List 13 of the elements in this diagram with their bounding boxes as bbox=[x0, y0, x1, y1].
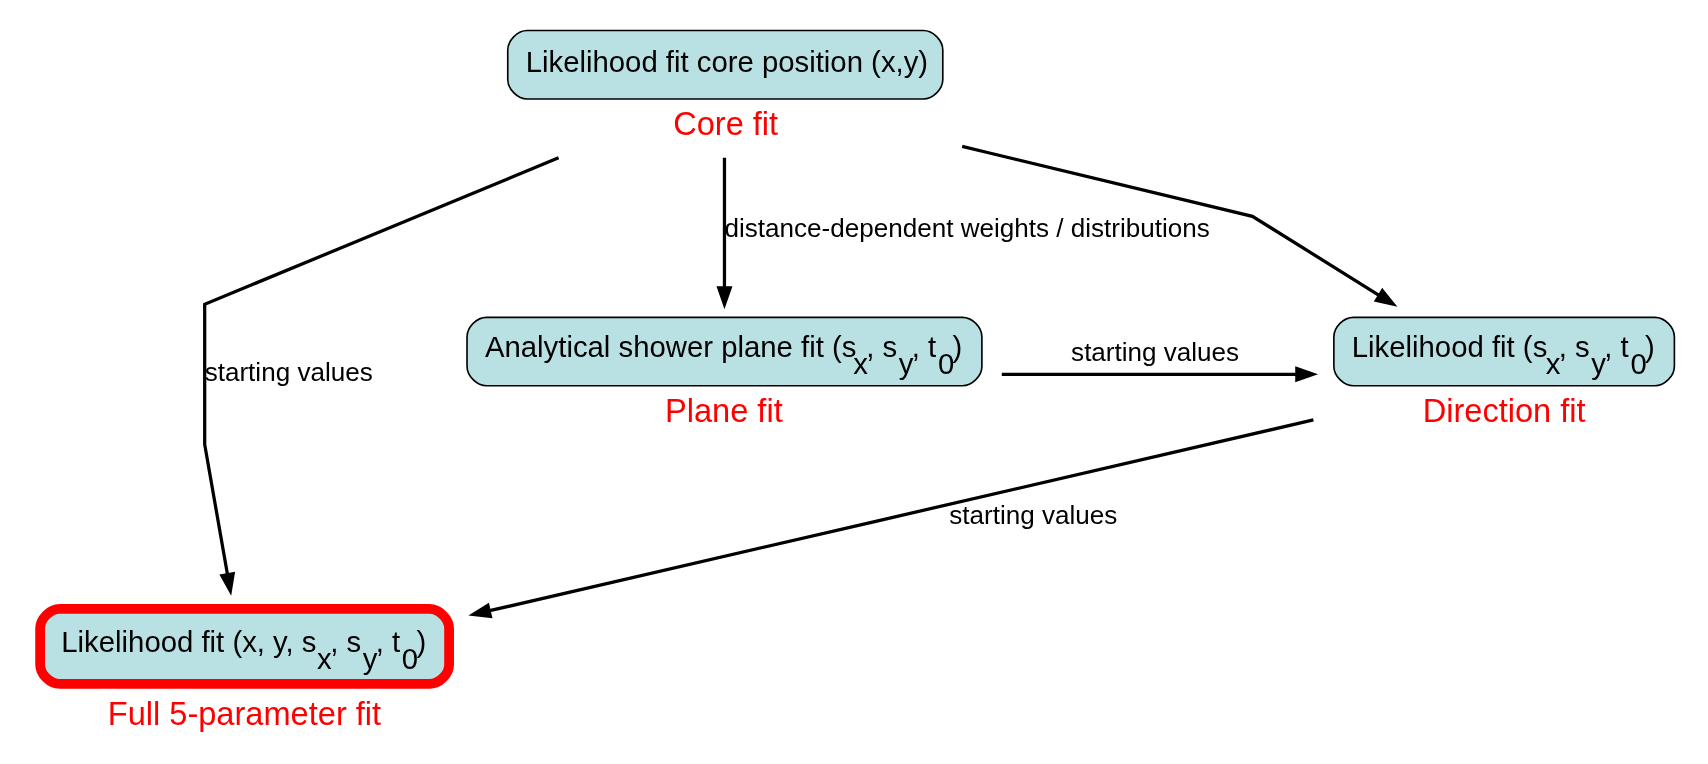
arrow bbox=[468, 417, 1314, 618]
edge-label: distance-dependent weights / distributions bbox=[724, 212, 1210, 243]
node-label: Core fit bbox=[673, 105, 779, 142]
edge-label: starting values bbox=[1071, 336, 1240, 367]
edge-label: starting values bbox=[949, 499, 1118, 530]
arrow bbox=[961, 144, 1398, 307]
arrow bbox=[1001, 365, 1319, 382]
arrow bbox=[716, 157, 733, 309]
edge-label: starting values bbox=[204, 356, 373, 387]
node-label: Direction fit bbox=[1422, 392, 1586, 429]
arrow bbox=[203, 155, 560, 596]
node-label: Plane fit bbox=[664, 392, 783, 429]
node-label: Full 5-parameter fit bbox=[107, 695, 382, 732]
